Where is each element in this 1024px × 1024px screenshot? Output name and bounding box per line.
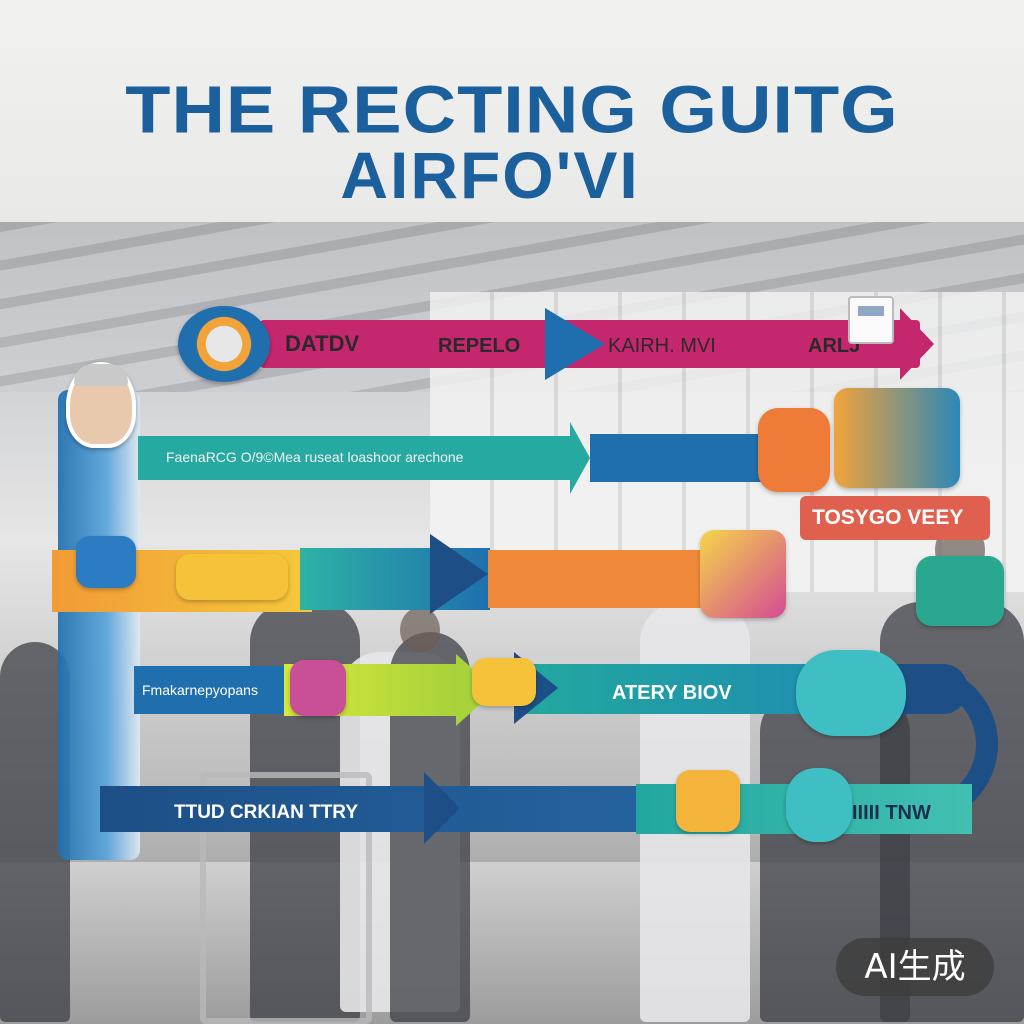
main-title: THE RECTING GUITG bbox=[125, 72, 899, 147]
baggage-icon bbox=[176, 554, 288, 600]
step-bar-2 bbox=[138, 436, 578, 480]
food-court-icon bbox=[796, 650, 906, 736]
step-5-label-b: IIIII TNW bbox=[852, 802, 931, 824]
step-1-label-a: DATDV bbox=[285, 331, 360, 356]
step-2-side-label: TOSYGO VEEY bbox=[812, 506, 964, 529]
arrow-right-icon bbox=[900, 308, 934, 380]
step-1-label-d: ARLJ bbox=[808, 335, 861, 357]
ai-generated-badge: AI生成 bbox=[836, 938, 994, 996]
step-bar-4 bbox=[134, 666, 284, 714]
step-bar-2-extension bbox=[590, 434, 770, 482]
plane-icon bbox=[786, 768, 852, 842]
luggage-icon bbox=[758, 408, 830, 492]
step-2-label: FaenaRCG O/9©Mea ruseat loashoor arechon… bbox=[166, 449, 464, 465]
step-bar-5 bbox=[100, 786, 660, 832]
arrow-right-icon bbox=[570, 422, 590, 494]
boarding-gate-icon bbox=[700, 530, 786, 618]
boarding-pass-icon bbox=[676, 770, 740, 832]
traveler-avatar bbox=[66, 362, 136, 448]
step-4-label-a: Fmakarnepyopans bbox=[142, 682, 258, 698]
step-5-label-a: TTUD CRKIAN TTRY bbox=[174, 802, 358, 823]
vertical-timeline-bar bbox=[58, 390, 140, 860]
checkin-desk-icon bbox=[76, 536, 136, 588]
arrow-right-icon bbox=[430, 534, 488, 614]
step-1-label-b: REPELO bbox=[438, 335, 521, 357]
step-4-label-b: ATERY BIOV bbox=[612, 682, 732, 704]
step-2-side-bar bbox=[800, 496, 990, 540]
security-check-icon bbox=[834, 388, 960, 488]
main-subtitle: AIRFO'VI bbox=[340, 138, 640, 212]
step-bar-4-end bbox=[526, 664, 826, 714]
ticket-kiosk-icon bbox=[848, 296, 894, 344]
step-1-label-c: KAIRH. MVI bbox=[608, 335, 716, 357]
globe-icon bbox=[178, 306, 270, 382]
exit-icon bbox=[916, 556, 1004, 626]
arrow-right-icon bbox=[424, 772, 460, 844]
person-head bbox=[400, 607, 440, 653]
passport-icon bbox=[290, 660, 346, 716]
header-banner: THE RECTING GUITG AIRFO'VI bbox=[0, 0, 1024, 222]
arrow-right-icon bbox=[545, 308, 605, 380]
step-bar-3-end bbox=[488, 550, 718, 608]
shop-icon bbox=[472, 658, 536, 706]
luggage-cart bbox=[200, 772, 372, 1024]
